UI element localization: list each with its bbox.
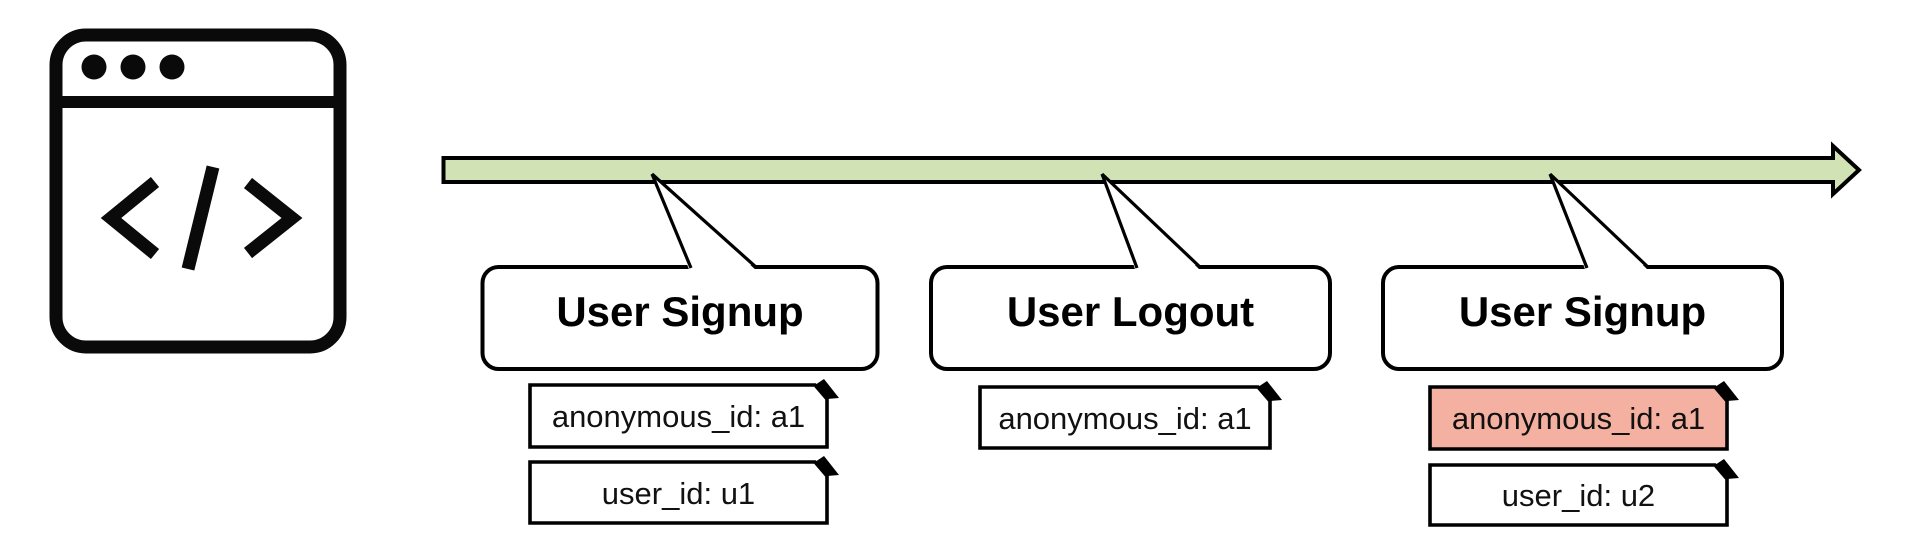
folded-corner-note-icon	[815, 379, 839, 399]
callout-tail-2	[1100, 172, 1203, 272]
tag-label: user_id: u1	[602, 476, 755, 511]
event-title: User Signup	[556, 288, 803, 335]
browser-dots-icon	[81, 54, 185, 80]
browser-frame	[49, 28, 347, 354]
event-bubble-box	[1381, 265, 1784, 371]
event-bubble-box	[480, 265, 880, 371]
code-glyph-icon	[100, 165, 303, 271]
event-bubble-3: User Signup	[1381, 265, 1784, 371]
callout-tail-1	[650, 172, 759, 272]
folded-corner-note-icon	[1715, 381, 1739, 401]
event-bubble-1: User Signup	[480, 265, 880, 371]
event-bubble-2: User Logout	[929, 265, 1332, 371]
tag-label: anonymous_id: a1	[1452, 401, 1705, 436]
browser-code-window-icon	[49, 28, 347, 354]
callout-tail-3	[1548, 172, 1651, 272]
tag-label: user_id: u2	[1502, 478, 1655, 513]
folded-corner-note-icon	[1258, 381, 1282, 401]
folded-corner-note-icon	[815, 456, 839, 476]
tag-user-id-event1: user_id: u1	[528, 456, 839, 525]
tag-anonymous-id-event2: anonymous_id: a1	[978, 381, 1282, 450]
folded-corner-note-icon	[1715, 459, 1739, 479]
event-bubble-box	[929, 265, 1332, 371]
tag-user-id-event3: user_id: u2	[1428, 459, 1739, 527]
event-title: User Logout	[1007, 288, 1254, 335]
timeline-arrow	[441, 141, 1862, 199]
event-title: User Signup	[1459, 288, 1706, 335]
tag-anonymous-id-event1: anonymous_id: a1	[528, 379, 839, 449]
tag-label: anonymous_id: a1	[552, 399, 805, 434]
tag-anonymous-id-event3-highlighted: anonymous_id: a1	[1428, 381, 1739, 451]
tag-label: anonymous_id: a1	[998, 401, 1251, 436]
